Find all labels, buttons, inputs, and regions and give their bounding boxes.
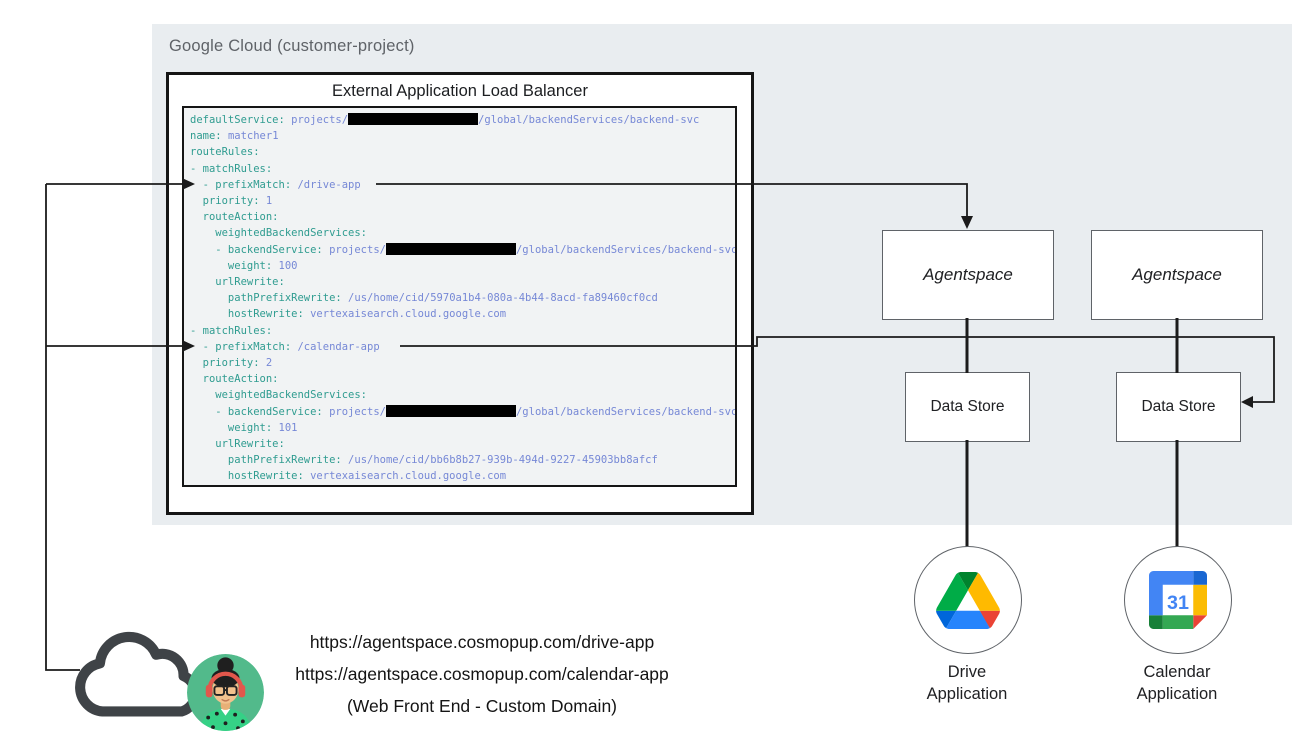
wire-user-to-lb — [45, 184, 80, 671]
glasses — [213, 685, 238, 696]
frontend-url-calendar: https://agentspace.cosmopup.com/calendar… — [295, 664, 669, 684]
agentspace-node-drive: Agentspace — [882, 230, 1054, 320]
frontend-caption: (Web Front End - Custom Domain) — [346, 696, 618, 716]
data-store-node-calendar: Data Store — [1116, 372, 1241, 442]
data-store-node-label: Data Store — [1141, 398, 1216, 415]
data-store-node-label: Data Store — [930, 398, 1005, 415]
drive-app-circle — [914, 546, 1022, 654]
calendar-app-circle: 31 — [1124, 546, 1232, 654]
drive-app-label: Drive Application — [926, 663, 1008, 703]
load-balancer-title: External Application Load Balancer — [332, 82, 588, 100]
google-cloud-region: Google Cloud (customer-project) External… — [152, 24, 1292, 525]
frontend-url-drive: https://agentspace.cosmopup.com/drive-ap… — [309, 632, 655, 652]
lb-config-code: defaultService: projects//global/backend… — [182, 106, 737, 487]
user-avatar — [187, 654, 264, 731]
google-drive-icon — [936, 571, 1000, 629]
google-calendar-icon: 31 — [1149, 571, 1207, 629]
agentspace-node-calendar: Agentspace — [1091, 230, 1263, 320]
data-store-node-drive: Data Store — [905, 372, 1030, 442]
calendar-day-number: 31 — [1167, 592, 1189, 614]
google-cloud-project-label: Google Cloud (customer-project) — [169, 37, 415, 55]
calendar-app-label: Calendar Application — [1136, 663, 1218, 703]
agentspace-node-label: Agentspace — [923, 265, 1013, 284]
web-front-end-text: https://agentspace.cosmopup.com/drive-ap… — [222, 626, 742, 722]
agentspace-node-label: Agentspace — [1132, 265, 1222, 284]
load-balancer-box: External Application Load Balancer defau… — [166, 72, 754, 515]
